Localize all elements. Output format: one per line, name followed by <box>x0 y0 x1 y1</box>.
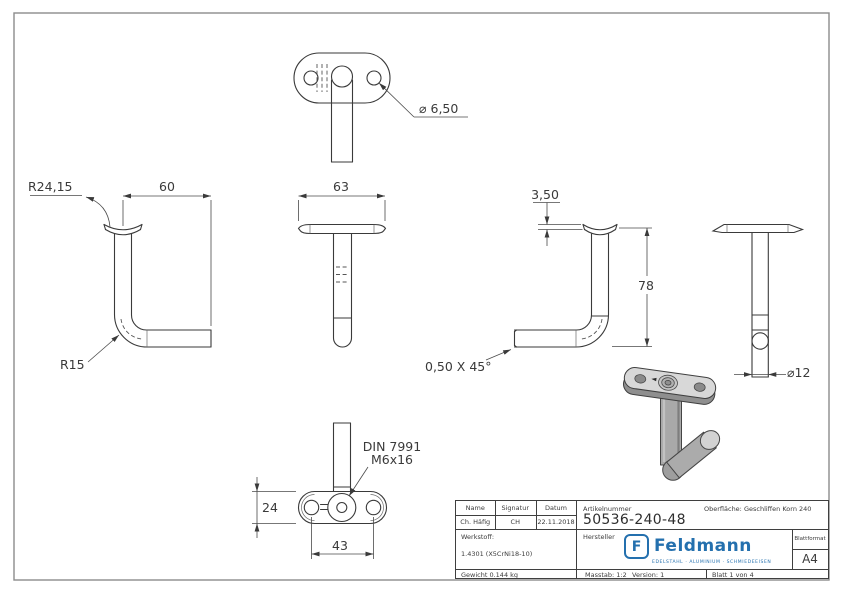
left-side-view: 60 R24,15 R15 <box>28 179 212 372</box>
weight-value: Gewicht 0.144 kg <box>461 571 519 579</box>
material-label: Werkstoff: <box>461 533 495 541</box>
dim-chamfer: 0,50 X 45° <box>425 359 492 374</box>
dim-bend-radius: R15 <box>60 357 85 372</box>
label-screw-size: M6x16 <box>371 452 413 467</box>
surface-value: Geschliffen Korn 240 <box>743 505 812 513</box>
dim-plate-depth: 24 <box>262 500 278 515</box>
surface-label: Oberfläche: <box>704 505 742 513</box>
article-number: 50536-240-48 <box>583 512 686 528</box>
surface: Oberfläche: Geschliffen Korn 240 <box>704 505 811 513</box>
bottom-view: DIN 7991 M6x16 24 43 <box>252 422 421 559</box>
dim-saddle-radius: R24,15 <box>28 179 72 194</box>
version-value: Version: 1 <box>632 571 665 579</box>
dim-saddle-thickness: 3,50 <box>531 187 559 202</box>
front-view: 63 <box>297 179 387 348</box>
date-value: 22.11.2018 <box>537 518 575 526</box>
signature-label: Signatur <box>501 504 529 512</box>
format-value: A4 <box>802 552 818 566</box>
top-view: ⌀ 6,50 <box>293 52 468 163</box>
feldmann-wordmark: Feldmann <box>654 536 752 556</box>
label-screw-standard: DIN 7991 <box>363 439 421 454</box>
dim-overall-height: 78 <box>638 278 654 293</box>
date-label: Datum <box>545 504 567 512</box>
feldmann-tagline: EDELSTAHL · ALUMINIUM · SCHMIEDEEISEN <box>652 560 772 565</box>
manufacturer-label: Hersteller <box>583 533 615 541</box>
end-view: ⌀12 <box>711 223 810 380</box>
dim-arm-length: 60 <box>159 179 175 194</box>
title-block: Name Signatur Datum Ch. Häfig CH 22.11.2… <box>455 500 829 579</box>
feldmann-logo: F Feldmann EDELSTAHL · ALUMINIUM · SCHMI… <box>624 534 774 568</box>
isometric-view <box>623 367 721 481</box>
dim-saddle-width: 63 <box>333 179 349 194</box>
dim-hole-diameter: ⌀ 6,50 <box>419 101 458 116</box>
page-frame <box>13 12 830 581</box>
right-side-view: 3,50 78 0,50 X 45° <box>425 187 658 374</box>
name-value: Ch. Häfig <box>460 518 491 526</box>
sheet-value: Blatt 1 von 4 <box>712 571 754 579</box>
article-label: Artikelnummer <box>583 505 632 513</box>
dim-tube-diameter: ⌀12 <box>787 365 810 380</box>
scale-value: Masstab: 1:2 <box>585 571 627 579</box>
name-label: Name <box>465 504 485 512</box>
feldmann-logo-icon: F <box>624 534 649 559</box>
dim-hole-spacing: 43 <box>332 538 348 553</box>
signature-value: CH <box>510 518 520 526</box>
format-label: Blattformat <box>794 536 826 542</box>
material-value: 1.4301 (X5CrNi18-10) <box>461 550 533 558</box>
